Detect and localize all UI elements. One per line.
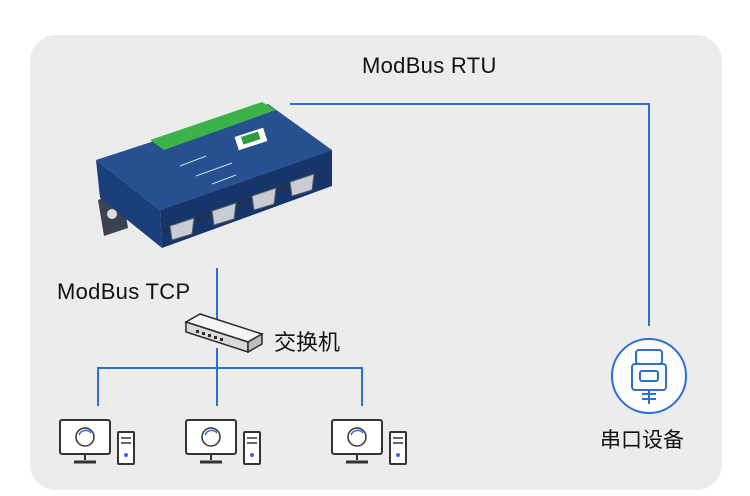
serial-device-label: 串口设备 [600,428,684,452]
switch-label: 交换机 [274,331,341,356]
desktop-computer-icon [59,419,135,465]
serial-port-icon [611,338,687,414]
modbus-rtu-link [290,103,650,326]
modbus-rtu-label: ModBus RTU [362,53,497,78]
desktop-computer-icon [331,419,407,465]
network-switch-icon [184,313,264,354]
serial-device-server-icon [96,102,332,248]
computer-bus-line [97,367,363,406]
desktop-computer-icon [185,419,261,465]
modbus-tcp-label: ModBus TCP [57,279,191,304]
diagram-background-panel [30,35,722,490]
